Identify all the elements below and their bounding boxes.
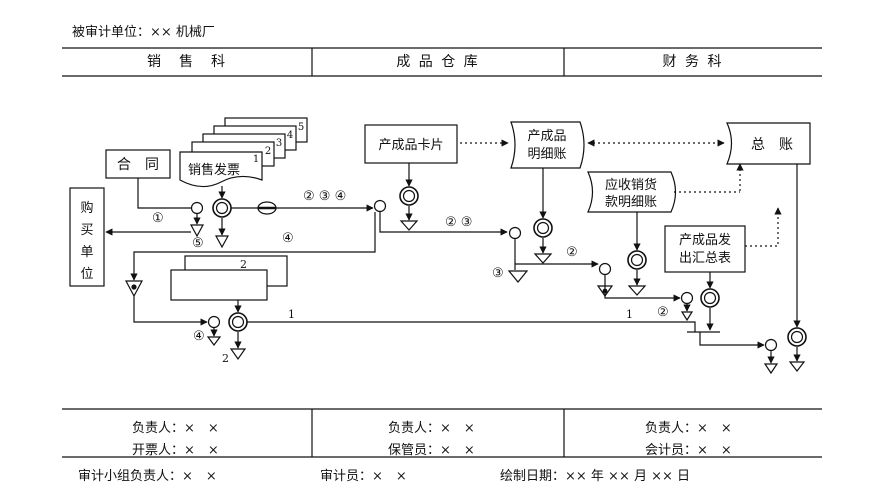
- file-triangle: [533, 253, 553, 264]
- receivable-circle: [627, 250, 647, 270]
- copy-number-5: 5: [298, 122, 304, 133]
- sales-manager: 负责人：× ×: [132, 421, 219, 436]
- file-triangle: [507, 270, 529, 283]
- general-ledger-box: [726, 122, 811, 165]
- dept-finance: 财 务 科: [662, 54, 724, 70]
- doc-circle: [598, 262, 612, 276]
- copy-number-2: 2: [265, 146, 271, 157]
- warehouse-keeper: 保管员：× ×: [388, 443, 475, 458]
- sales-invoice-box: [179, 151, 263, 188]
- doc-circle: [190, 201, 204, 215]
- label-circles-23: ② ③: [445, 215, 472, 230]
- ledger-final-circle: [787, 327, 807, 347]
- file-triangle: [627, 285, 647, 296]
- file-triangle: [763, 363, 779, 375]
- file-triangle: [206, 336, 222, 346]
- copy-number-1: 1: [253, 154, 259, 165]
- finance-accountant: 会计员：× ×: [645, 443, 732, 458]
- card-circle: [399, 186, 419, 206]
- product-ledger-box: [510, 121, 585, 169]
- summary-table-label-2: 出汇总表: [679, 251, 731, 266]
- doc-circle: [373, 199, 387, 213]
- file-triangle: [680, 311, 694, 322]
- auditor: 审计员：× ×: [320, 469, 407, 484]
- general-ledger-label: 总 账: [751, 137, 793, 153]
- label-circle-4-low: ④: [193, 329, 205, 344]
- audit-team-leader: 审计小组负责人：× ×: [78, 469, 217, 484]
- receivable-ledger-box: [587, 171, 677, 213]
- contract-label: 合 同: [117, 157, 159, 173]
- file-triangle: [125, 280, 143, 298]
- invoice-circle: [212, 198, 232, 218]
- finance-manager: 负责人：× ×: [645, 421, 732, 436]
- buyer-box: [69, 187, 105, 287]
- sales-invoicer: 开票人：× ×: [132, 443, 219, 458]
- label-circle-5: ⑤: [192, 236, 204, 251]
- label-number-2-low: 2: [222, 352, 229, 365]
- drawing-date: 绘制日期：×× 年 ×× 月 ×× 日: [500, 469, 691, 484]
- ledger-circle: [533, 218, 553, 238]
- label-circles-234: ② ③ ④: [303, 189, 346, 204]
- copy-number-3: 3: [276, 138, 282, 149]
- file-triangle: [189, 224, 205, 238]
- file-triangle: [399, 220, 419, 231]
- copy-number-4: 4: [287, 130, 293, 141]
- label-number-2-box: 2: [240, 258, 247, 271]
- buyer-label-1: 购: [80, 200, 93, 216]
- buyer-label-3: 单: [80, 245, 93, 260]
- file-triangle: [214, 235, 230, 249]
- product-card-label: 产成品卡片: [378, 138, 443, 153]
- summary-table-label-1: 产成品发: [679, 232, 731, 248]
- summary-circle: [700, 288, 720, 308]
- label-circle-1: ①: [152, 211, 164, 226]
- buyer-label-2: 买: [80, 223, 93, 238]
- warehouse-manager: 负责人：× ×: [388, 421, 475, 436]
- contract-box: [105, 149, 171, 179]
- audited-unit: 被审计单位：×× 机械厂: [72, 25, 215, 40]
- file-triangle: [229, 348, 247, 361]
- doc-circle: [207, 315, 221, 329]
- doc-circle: [680, 291, 694, 305]
- label-circle-2-mid: ②: [566, 245, 578, 260]
- label-circle-4: ④: [282, 231, 294, 246]
- product-ledger-label-2: 明细账: [527, 147, 566, 162]
- filed-circle: [228, 312, 248, 332]
- doc-circle: [764, 338, 778, 352]
- doc-circle: [508, 226, 522, 240]
- label-circle-2-right: ②: [657, 305, 669, 320]
- file-triangle: [788, 361, 806, 372]
- sales-invoice-label: 销售发票: [188, 162, 240, 178]
- dept-sales: 销 售 科: [147, 54, 227, 70]
- label-number-1b: 1: [626, 308, 633, 321]
- label-circle-3: ③: [492, 266, 504, 281]
- filed-docs-box-front: [170, 269, 268, 301]
- receivable-ledger-label-2: 款明细账: [605, 195, 657, 210]
- product-card-box: [364, 124, 458, 164]
- receivable-ledger-label-1: 应收销货: [605, 177, 657, 193]
- product-ledger-label-1: 产成品: [527, 129, 566, 144]
- summary-table-box: [664, 225, 746, 273]
- buyer-label-4: 位: [80, 267, 93, 282]
- label-number-1a: 1: [288, 308, 295, 321]
- dept-warehouse: 成 品 仓 库: [396, 54, 480, 70]
